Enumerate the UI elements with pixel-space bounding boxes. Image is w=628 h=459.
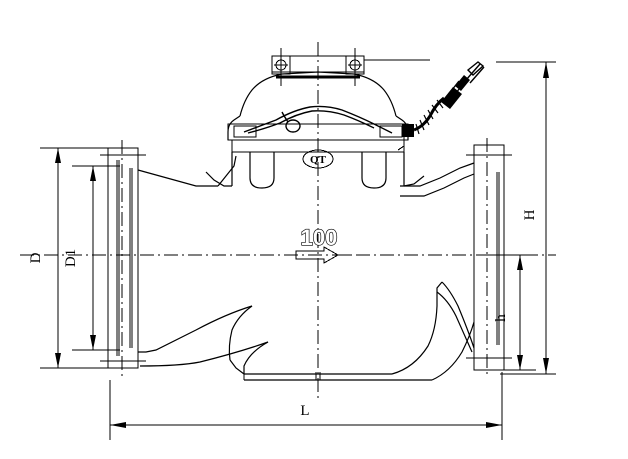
centerlines — [20, 42, 556, 400]
flow-annotation: 100 — [290, 224, 352, 264]
dimension-h: h — [480, 254, 536, 371]
nominal-size-label: 100 — [301, 225, 338, 250]
right-flange — [466, 144, 512, 371]
brand-logo-badge: QT — [302, 149, 334, 169]
left-flange — [100, 147, 146, 369]
cable-connector — [441, 61, 485, 109]
sealing-wire — [243, 105, 393, 134]
dimension-label-D1: D1 — [63, 249, 79, 267]
signal-cable — [397, 61, 485, 151]
dimension-label-H: H — [522, 209, 538, 220]
top-bracket — [271, 48, 430, 88]
dimension-D: D — [28, 147, 108, 369]
register-dome — [227, 71, 409, 141]
dimension-H: H — [496, 61, 556, 375]
dimension-label-D: D — [28, 252, 44, 263]
meter-body — [137, 155, 475, 381]
dimension-L: L — [109, 372, 503, 440]
brand-logo-text: QT — [310, 154, 327, 166]
flow-direction-arrow-icon — [290, 246, 352, 264]
dimension-D1: D1 — [63, 165, 120, 351]
dimension-label-L: L — [300, 403, 309, 419]
dimension-label-h: h — [493, 314, 509, 322]
